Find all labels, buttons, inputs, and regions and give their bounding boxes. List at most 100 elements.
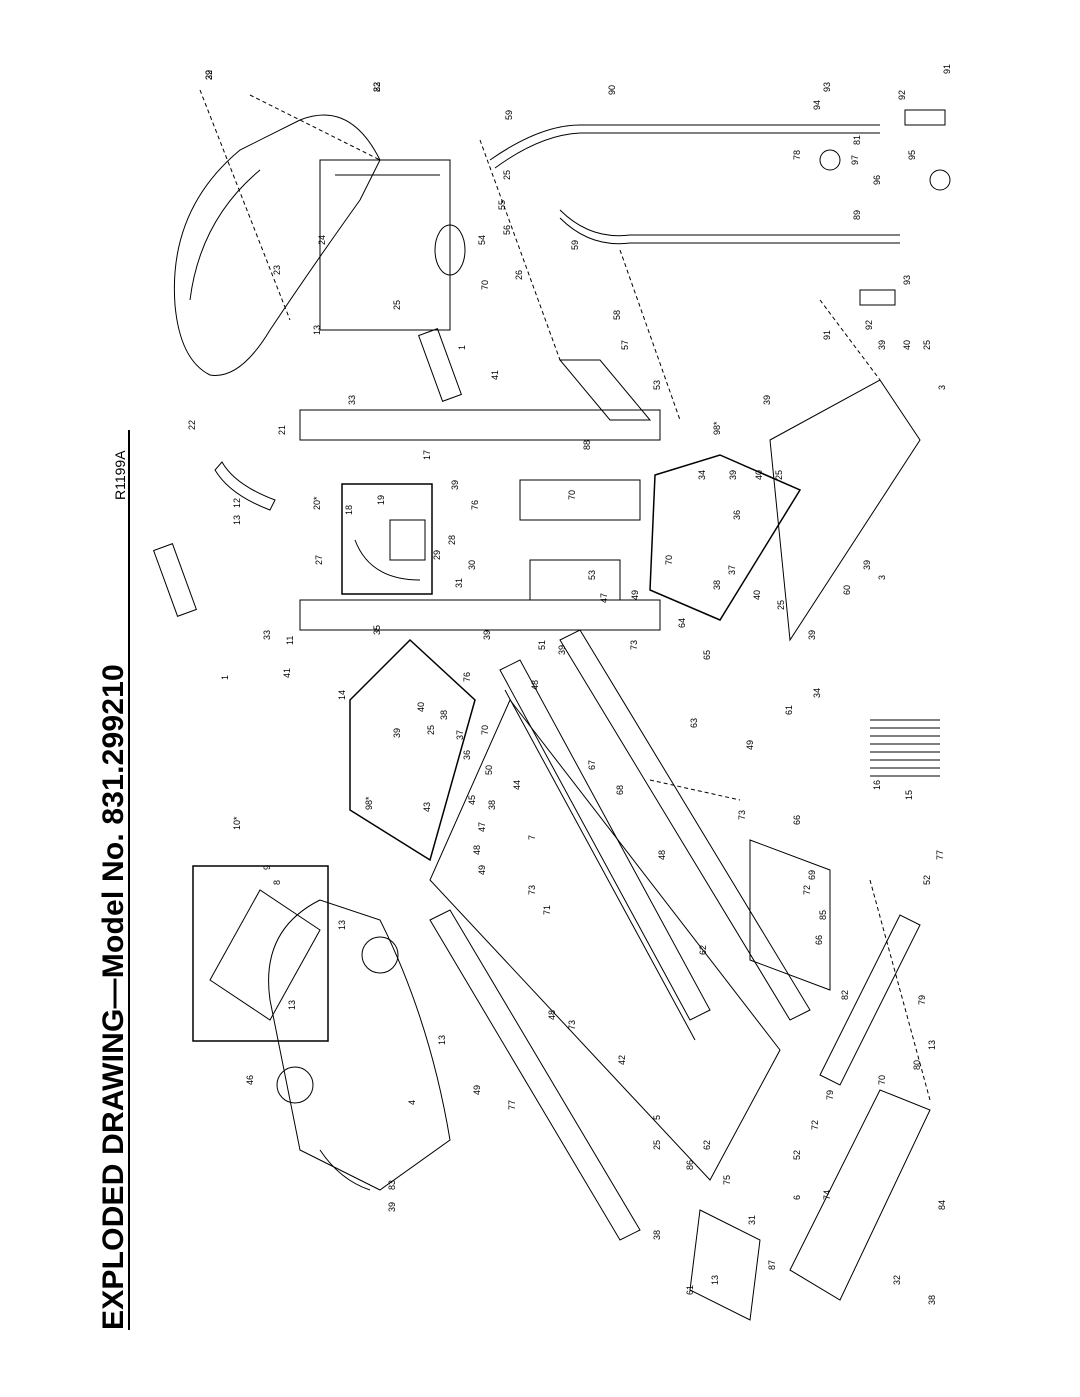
- part-callout: 38: [652, 1230, 662, 1240]
- power-cord: [434, 224, 466, 276]
- part-callout: 20*: [312, 496, 322, 510]
- front-roller: [152, 543, 198, 617]
- part-callout: 39: [450, 480, 460, 490]
- part-callout: 89: [852, 210, 862, 220]
- part-callout: 87: [767, 1260, 777, 1270]
- part-callout: 25: [392, 300, 402, 310]
- part-callout: 64: [677, 618, 687, 628]
- part-callout: 37: [727, 565, 737, 575]
- motor-detail-box: [341, 483, 433, 595]
- part-callout: 44: [512, 780, 522, 790]
- part-callout: 19: [376, 495, 386, 505]
- part-callout: 39: [557, 645, 567, 655]
- part-callout: 25: [776, 600, 786, 610]
- part-callout: 70: [480, 280, 490, 290]
- part-callout: 40: [752, 590, 762, 600]
- part-callout: 80: [912, 1060, 922, 1070]
- part-callout: 76: [462, 672, 472, 682]
- part-callout: 92: [864, 320, 874, 330]
- part-callout: 28: [447, 535, 457, 545]
- part-callout: 82: [840, 990, 850, 1000]
- part-callout: 56: [502, 225, 512, 235]
- part-callout: 49: [477, 865, 487, 875]
- part-callout: 34: [697, 470, 707, 480]
- part-callout: 7: [527, 835, 537, 840]
- part-callout: 77: [935, 850, 945, 860]
- part-callout: 49: [745, 740, 755, 750]
- part-callout: 11: [285, 636, 295, 645]
- part-callout: 39: [387, 1202, 397, 1212]
- part-callout: 1: [220, 675, 230, 680]
- side-panel: [769, 379, 921, 642]
- part-callout: 32: [892, 1275, 902, 1285]
- front-foot: [689, 1209, 761, 1321]
- base-crossbar: [819, 914, 921, 1086]
- incline-detail-2: [349, 638, 476, 862]
- part-callout: 39: [204, 70, 214, 80]
- part-callout: 59: [570, 240, 580, 250]
- part-callout: 73: [737, 810, 747, 820]
- part-callout: 22: [372, 82, 382, 92]
- part-callout: 13: [232, 515, 242, 525]
- console: [268, 899, 451, 1191]
- part-callout: 83: [387, 1180, 397, 1190]
- part-callout: 49: [630, 590, 640, 600]
- part-callout: 97: [850, 155, 860, 165]
- part-callout: 72: [802, 885, 812, 895]
- part-callout: 40: [416, 702, 426, 712]
- part-callout: 16: [872, 780, 882, 790]
- part-callout: 9: [262, 865, 272, 870]
- part-callout: 48: [547, 1010, 557, 1020]
- part-callout: 38: [927, 1295, 937, 1305]
- handrail-lower: [559, 209, 900, 237]
- part-callout: 6: [792, 1195, 802, 1200]
- part-callout: 47: [477, 822, 487, 832]
- part-callout: 98*: [712, 421, 722, 435]
- part-callout: 71: [542, 905, 552, 915]
- part-callout: 25: [426, 725, 436, 735]
- part-callout: 48: [472, 845, 482, 855]
- part-callout: 3: [877, 575, 887, 580]
- part-callout: 25: [502, 170, 512, 180]
- part-callout: 13: [287, 1000, 297, 1010]
- part-callout: 33: [262, 630, 272, 640]
- part-callout: 94: [812, 100, 822, 110]
- part-callout: 27: [314, 555, 324, 565]
- part-callout: 23: [272, 265, 282, 275]
- part-callout: 78: [792, 150, 802, 160]
- part-callout: 39: [728, 470, 738, 480]
- part-callout: 40: [902, 340, 912, 350]
- part-callout: 79: [917, 995, 927, 1005]
- part-callout: 96: [872, 175, 882, 185]
- part-callout: 8: [272, 880, 282, 885]
- part-callout: 13: [710, 1275, 720, 1285]
- part-callout: 39: [862, 560, 872, 570]
- part-callout: 59: [504, 110, 514, 120]
- left-rail: [499, 659, 711, 1021]
- rear-roller: [417, 328, 463, 402]
- part-callout: 31: [747, 1215, 757, 1225]
- part-callout: 70: [664, 555, 674, 565]
- part-callout: 92: [897, 90, 907, 100]
- part-callout: 40: [754, 470, 764, 480]
- part-callout: 4: [407, 1100, 417, 1105]
- part-callout: 47: [599, 593, 609, 603]
- part-callout: 39: [392, 728, 402, 738]
- motor-hood: [173, 114, 381, 376]
- part-callout: 98*: [364, 796, 374, 810]
- handrail-upper: [489, 124, 880, 161]
- part-callout: 1: [457, 345, 467, 350]
- part-callout: 70: [567, 490, 577, 500]
- part-callout: 53: [587, 570, 597, 580]
- part-callout: 45: [467, 795, 477, 805]
- part-callout: 31: [454, 578, 464, 588]
- part-callout: 39: [762, 395, 772, 405]
- part-callout: 73: [629, 640, 639, 650]
- part-callout: 38: [487, 800, 497, 810]
- part-callout: 91: [942, 64, 952, 74]
- part-callout: 62: [698, 945, 708, 955]
- part-callout: 46: [245, 1075, 255, 1085]
- incline-detail-1: [649, 454, 802, 621]
- part-callout: 62: [702, 1140, 712, 1150]
